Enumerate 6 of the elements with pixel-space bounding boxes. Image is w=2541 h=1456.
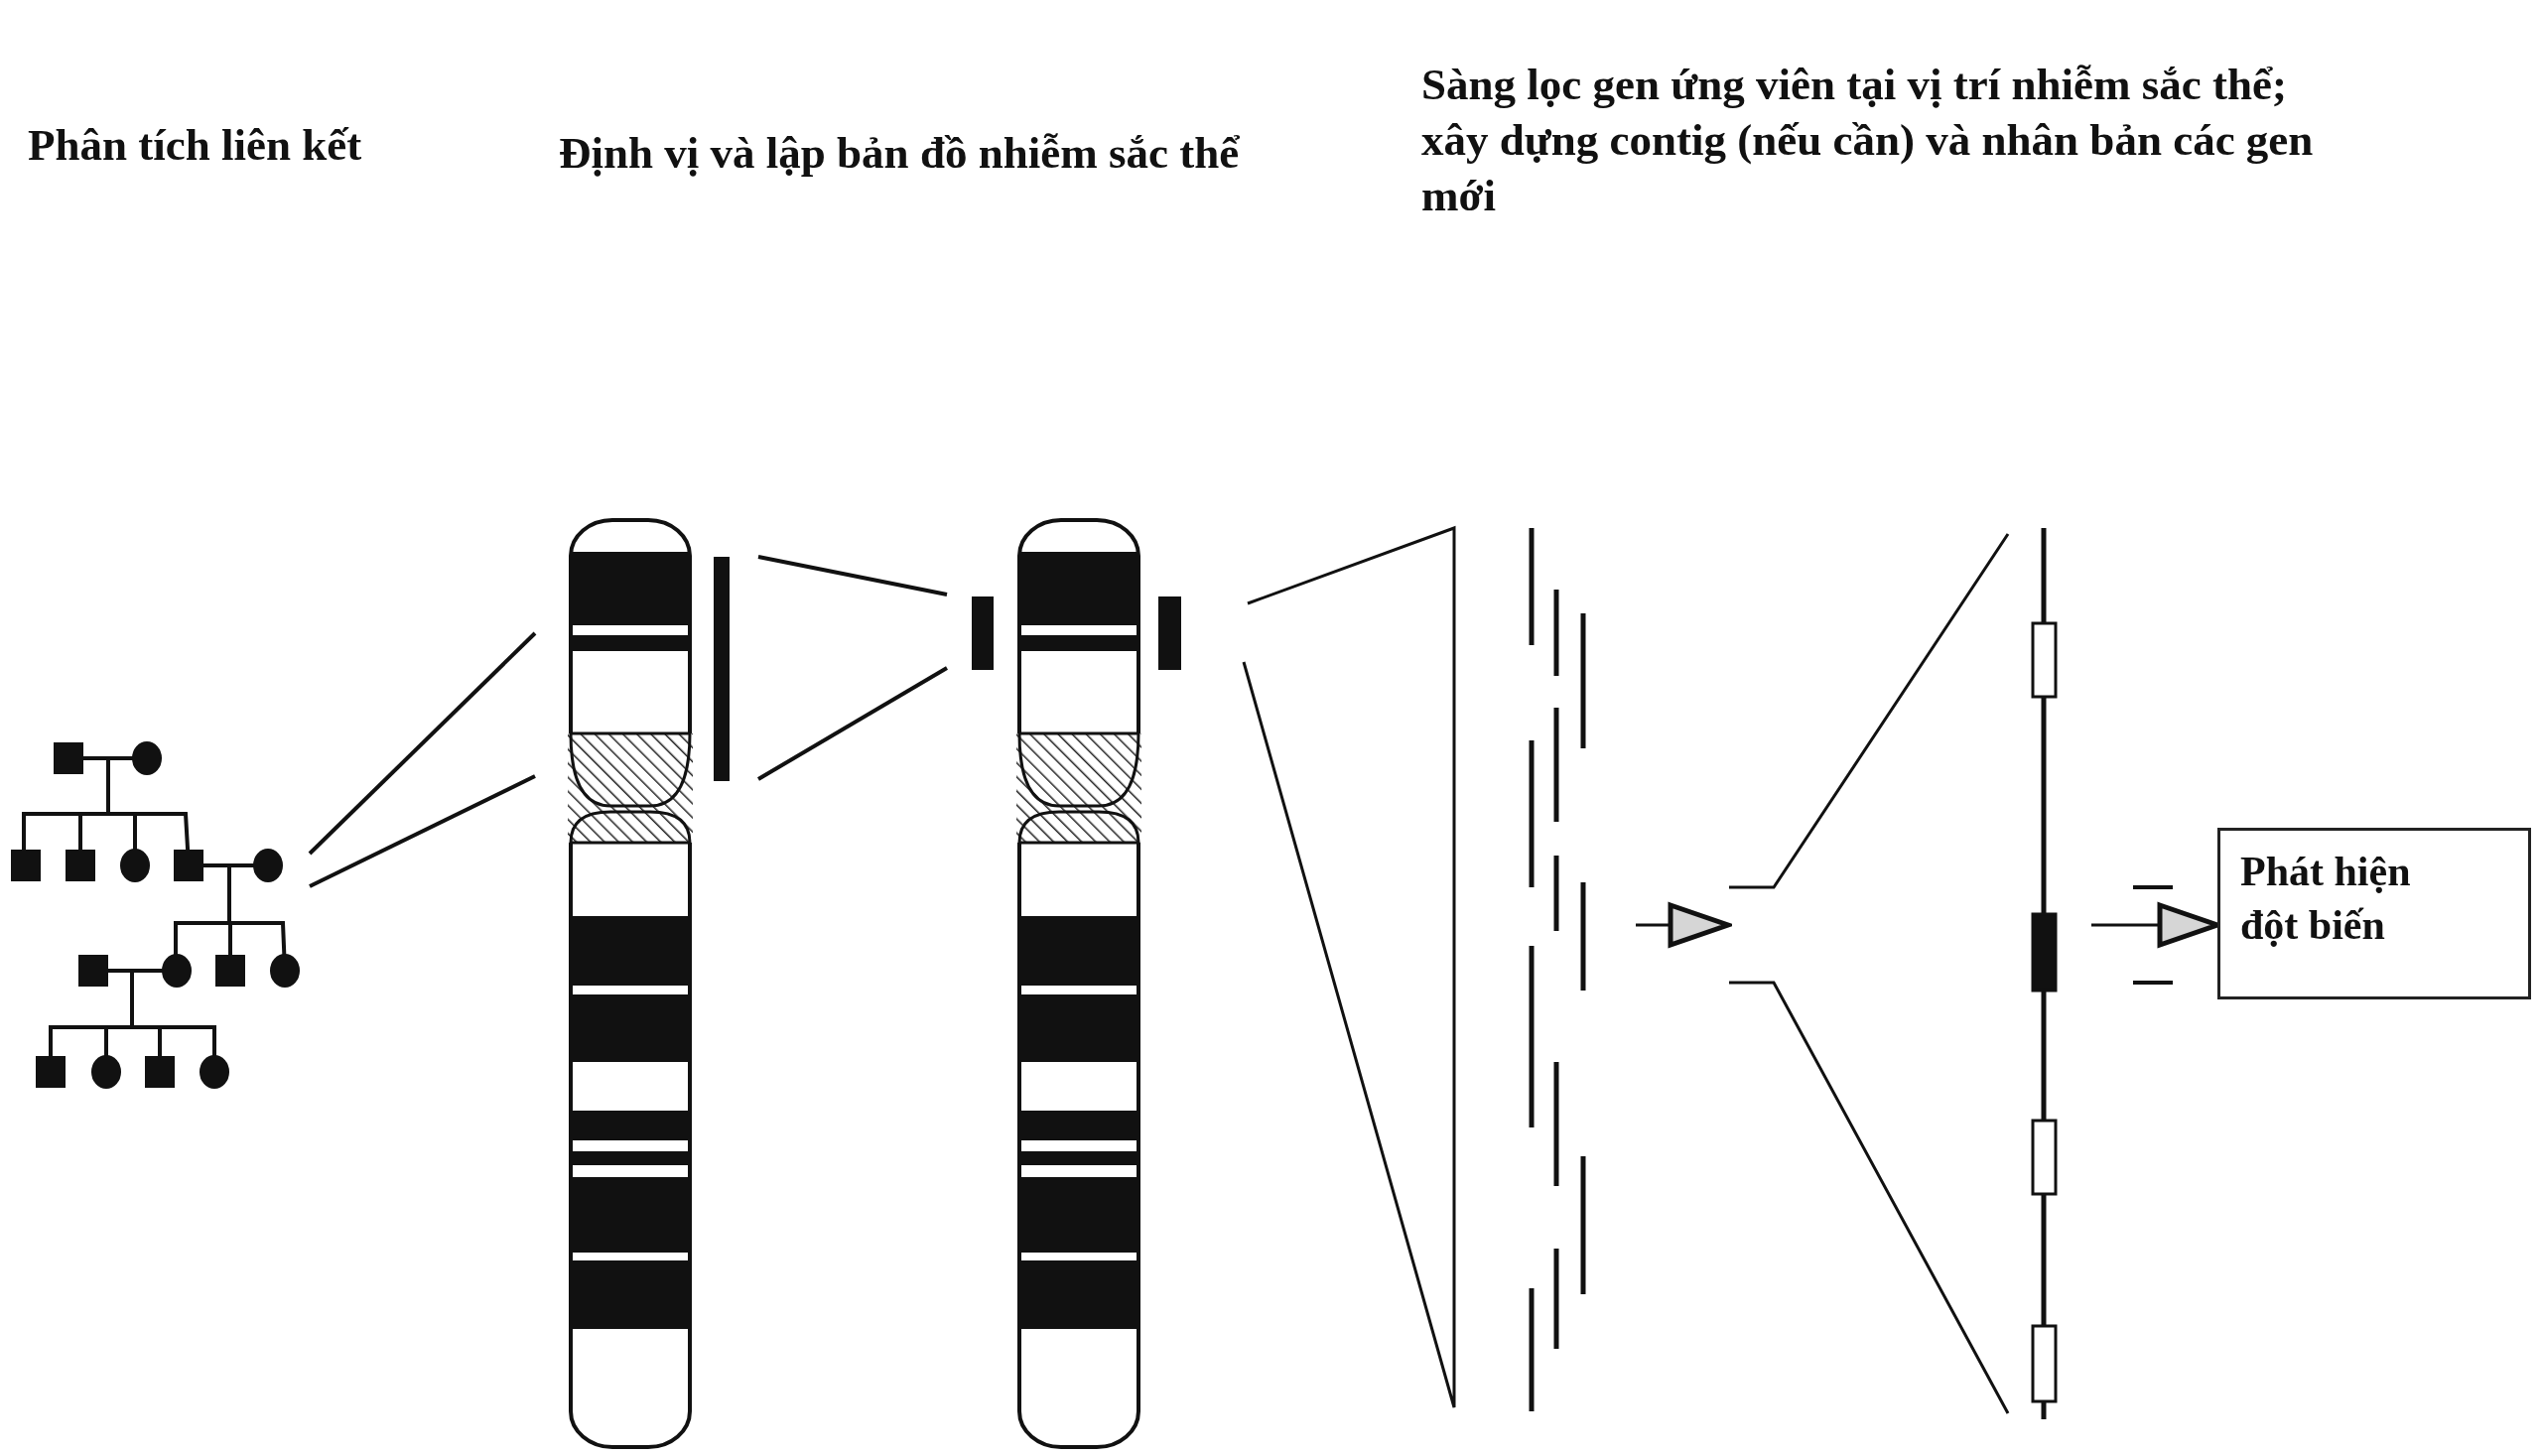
box-text: Phát hiện đột biến <box>2240 848 2412 950</box>
step-heading: Định vị và lập bản đồ nhiễm sắc thể <box>559 127 1240 180</box>
step-heading: Phân tích liên kết <box>28 119 362 172</box>
step-heading: Sàng lọc gen ứng viên tại vị trí nhiễm sắc thể; xây dựng contig (nếu cần) và nhân bản các gen mới <box>1421 59 2315 222</box>
arrow <box>1636 902 1731 948</box>
result-box <box>2217 828 2531 999</box>
